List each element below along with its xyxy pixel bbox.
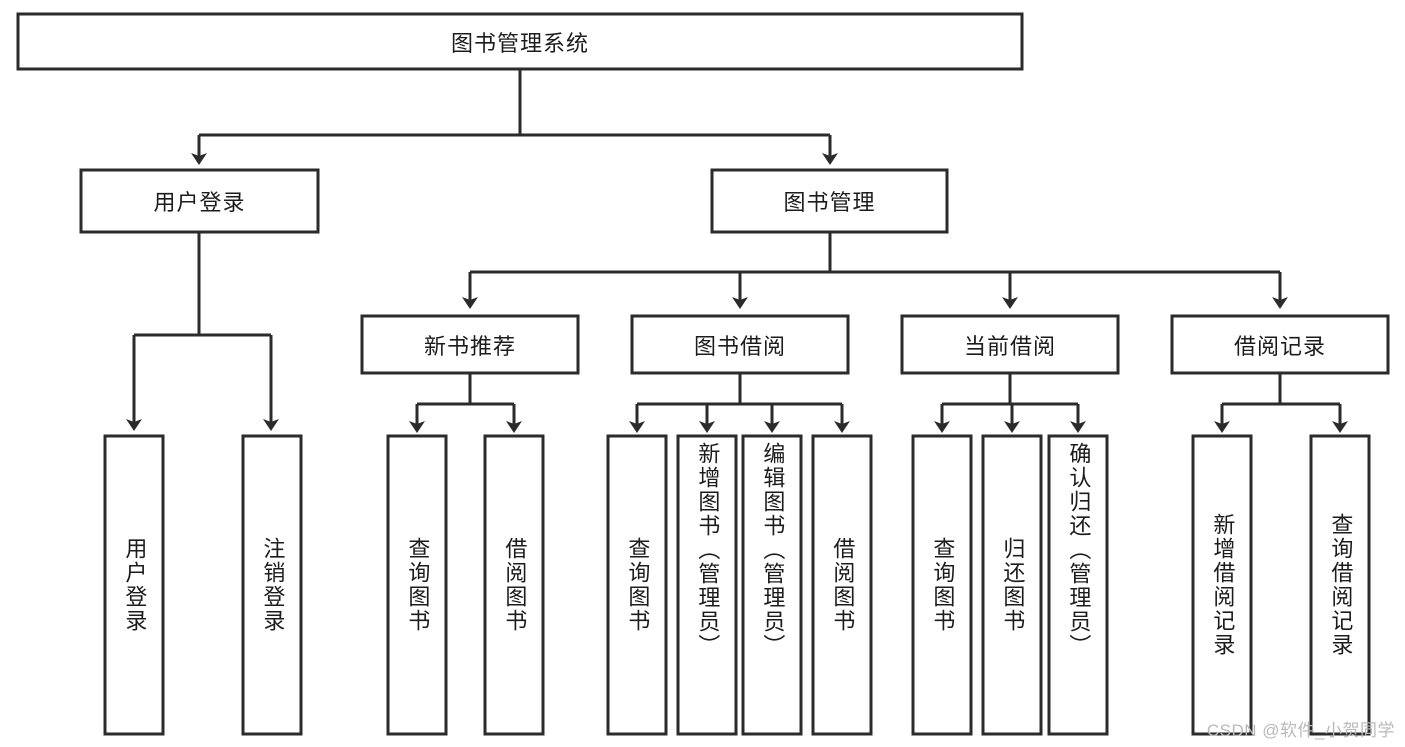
- node-current-borrow: [900, 314, 1120, 375]
- node-leaf-bb-query-book: [606, 434, 668, 736]
- node-leaf-nbr-query-book: [386, 434, 448, 736]
- node-leaf-bb-add-book: [676, 434, 738, 736]
- node-book-borrow: [630, 314, 850, 375]
- node-new-book-recommend: [360, 314, 580, 375]
- node-user-login: [79, 168, 320, 234]
- node-leaf-bb-edit-book: [741, 434, 803, 736]
- node-leaf-user-login: [103, 434, 165, 736]
- node-leaf-logout: [241, 434, 303, 736]
- node-book-management: [710, 168, 949, 234]
- node-leaf-nbr-borrow-book: [483, 434, 545, 736]
- node-leaf-cb-return-book: [981, 434, 1043, 736]
- node-root-book-management-system: [16, 12, 1024, 71]
- node-leaf-cb-confirm-return: [1047, 434, 1109, 736]
- node-leaf-bb-borrow-book: [811, 434, 873, 736]
- node-leaf-br-add-record: [1191, 434, 1253, 736]
- node-borrow-record: [1170, 314, 1390, 375]
- node-leaf-cb-query-book: [911, 434, 973, 736]
- node-leaf-br-query-record: [1309, 434, 1371, 736]
